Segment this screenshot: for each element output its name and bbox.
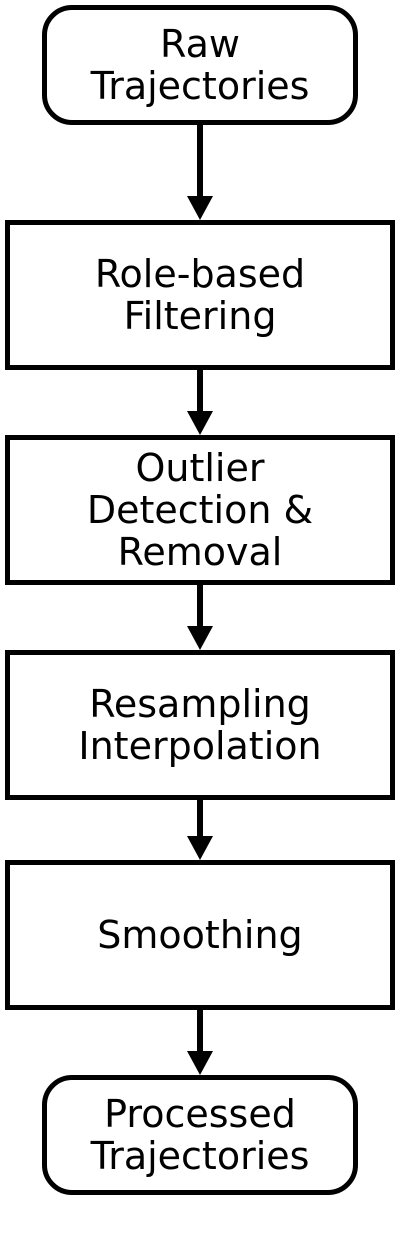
node-outlier-line-2: Detection & — [86, 488, 314, 532]
node-processed-trajectories: Processed Trajectories — [42, 1075, 358, 1195]
node-filter-line-1: Role-based — [94, 252, 306, 296]
node-resample-line-1: Resampling — [89, 682, 311, 726]
arrowhead-outlier-to-resample — [187, 626, 213, 650]
node-resampling-interpolation: Resampling Interpolation — [5, 650, 395, 800]
node-smoothing: Smoothing — [5, 860, 395, 1010]
node-filter-line-2: Filtering — [123, 294, 277, 338]
node-processed-line-2: Trajectories — [90, 1134, 310, 1178]
arrowhead-smooth-to-processed — [187, 1051, 213, 1075]
node-outlier-detection: Outlier Detection & Removal — [5, 435, 395, 585]
node-outlier-line-3: Removal — [117, 530, 283, 574]
node-resample-line-2: Interpolation — [78, 724, 322, 768]
arrowhead-raw-to-filter — [187, 196, 213, 220]
node-smooth-line-1: Smoothing — [97, 913, 303, 957]
node-processed-line-1: Processed — [104, 1092, 296, 1136]
node-raw-trajectories: Raw Trajectories — [42, 5, 358, 125]
arrowhead-filter-to-outlier — [187, 411, 213, 435]
arrowhead-resample-to-smooth — [187, 836, 213, 860]
node-role-based-filtering: Role-based Filtering — [5, 220, 395, 370]
node-outlier-line-1: Outlier — [135, 446, 265, 490]
node-raw-line-1: Raw — [160, 22, 240, 66]
node-raw-line-2: Trajectories — [90, 64, 310, 108]
